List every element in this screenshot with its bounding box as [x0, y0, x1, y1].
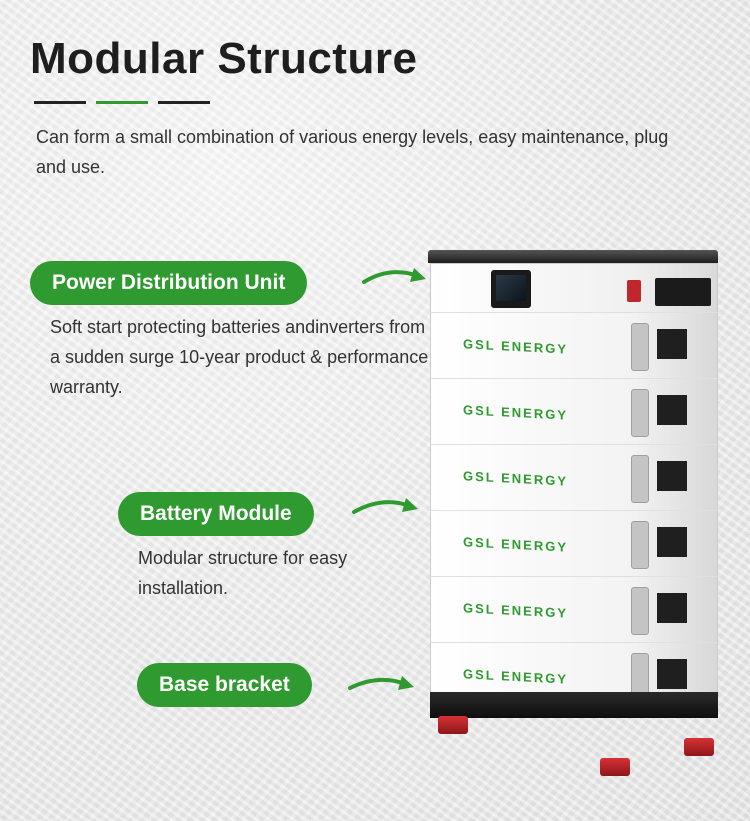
display-screen-icon: [491, 270, 531, 308]
page-title: Modular Structure: [30, 34, 418, 83]
brand-logo: GSL ENERGY: [463, 468, 569, 489]
title-divider-left: [34, 101, 86, 104]
module-handle-icon: [631, 323, 649, 371]
power-distribution-unit: [430, 263, 718, 313]
module-vent-icon: [657, 593, 687, 623]
pdu-description: Soft start protecting batteries andinver…: [50, 317, 429, 397]
module-handle-icon: [631, 389, 649, 437]
base-bracket: [430, 692, 718, 718]
module-handle-icon: [631, 455, 649, 503]
module-vent-icon: [657, 461, 687, 491]
foot-front-icon: [600, 758, 630, 776]
battery-module-description: Modular structure for easy installation.: [138, 548, 348, 598]
battery-module: GSL ENERGY: [430, 312, 718, 380]
battery-module: GSL ENERGY: [430, 378, 718, 446]
battery-tower-illustration: GSL ENERGY GSL ENERGY GSL ENERGY GSL ENERGY…: [428, 250, 720, 776]
module-vent-icon: [657, 527, 687, 557]
brand-logo: GSL ENERGY: [463, 666, 569, 687]
battery-module: GSL ENERGY: [430, 576, 718, 644]
title-divider-middle: [96, 101, 148, 104]
pdu-label-pill: Power Distribution Unit: [30, 261, 308, 305]
module-handle-icon: [631, 521, 649, 569]
battery-module-arrow-icon: [352, 498, 418, 514]
pdu-arrow-icon: [362, 268, 426, 284]
tower-lid: [428, 250, 718, 263]
foot-left-icon: [438, 716, 468, 734]
brand-logo: GSL ENERGY: [463, 600, 569, 621]
port-panel-icon: [655, 278, 711, 306]
module-vent-icon: [657, 395, 687, 425]
intro-text: Can form a small combination of various …: [36, 127, 669, 177]
brand-logo: GSL ENERGY: [463, 336, 569, 357]
base-bracket-label-pill: Base bracket: [137, 663, 312, 707]
module-vent-icon: [657, 329, 687, 359]
battery-module: GSL ENERGY: [430, 510, 718, 578]
battery-module-label-pill: Battery Module: [118, 492, 314, 536]
brand-logo: GSL ENERGY: [463, 402, 569, 423]
brand-logo: GSL ENERGY: [463, 534, 569, 555]
foot-right-icon: [684, 738, 714, 756]
title-divider-right: [158, 101, 210, 104]
module-vent-icon: [657, 659, 687, 689]
battery-module: GSL ENERGY: [430, 444, 718, 512]
base-bracket-arrow-icon: [348, 676, 414, 690]
terminal-icon: [627, 280, 641, 302]
module-handle-icon: [631, 587, 649, 635]
